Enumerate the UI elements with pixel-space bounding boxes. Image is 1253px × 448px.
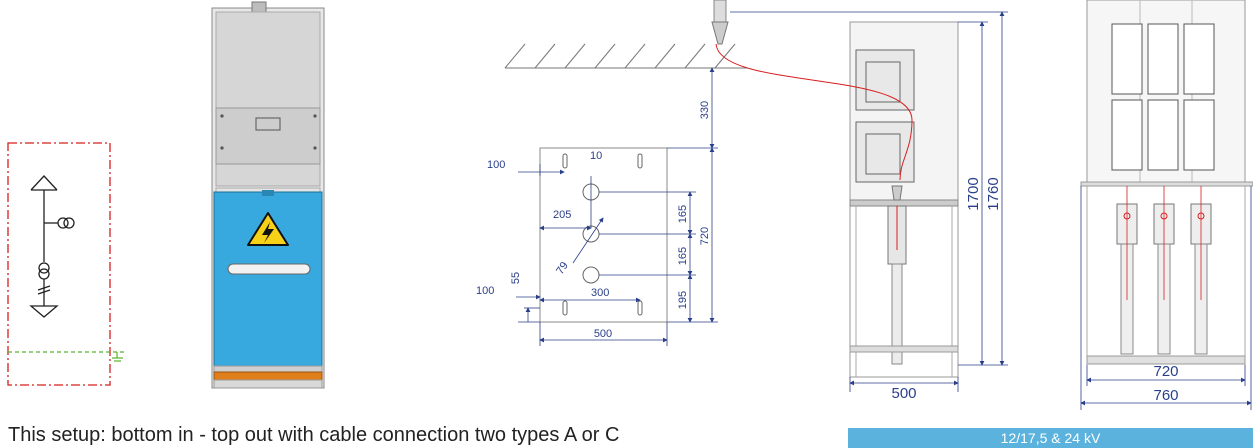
dim-1760: 1760 [985, 177, 1002, 210]
dim-100-bottom: 100 [476, 285, 494, 297]
dim-720-front: 720 [1153, 363, 1178, 380]
dim-720: 720 [699, 227, 711, 245]
voltage-badge: 12/17,5 & 24 kV [848, 428, 1253, 448]
dim-330: 330 [699, 101, 711, 119]
floor-plan-diagram: 330 10 100 205 165 720 79 165 55 100 300… [476, 43, 748, 346]
single-line-diagram [7, 142, 125, 386]
dim-1700: 1700 [965, 177, 982, 210]
dim-205: 205 [553, 209, 571, 221]
dim-760-front: 760 [1153, 387, 1178, 404]
dim-500-floor: 500 [594, 328, 612, 340]
dim-55: 55 [510, 272, 522, 284]
dim-10: 10 [590, 150, 602, 162]
dim-79: 79 [554, 260, 571, 277]
dim-100-top: 100 [487, 159, 505, 171]
dim-side-500: 500 [891, 385, 916, 402]
cubicle-side-view: 500 1700 1760 [711, 0, 1008, 402]
setup-caption: This setup: bottom in - top out with cab… [8, 424, 620, 446]
base-frame [213, 371, 323, 381]
dim-195: 195 [677, 291, 689, 309]
high-voltage-warning-icon [247, 212, 289, 246]
dim-165-upper: 165 [677, 205, 689, 223]
cubicle-front-view [211, 1, 325, 389]
dim-165-lower: 165 [677, 247, 689, 265]
earth-icon [112, 352, 123, 362]
door-handle [227, 263, 311, 275]
cubicle-internal-front-view: 720 760 [1080, 0, 1253, 410]
dim-300: 300 [591, 287, 609, 299]
